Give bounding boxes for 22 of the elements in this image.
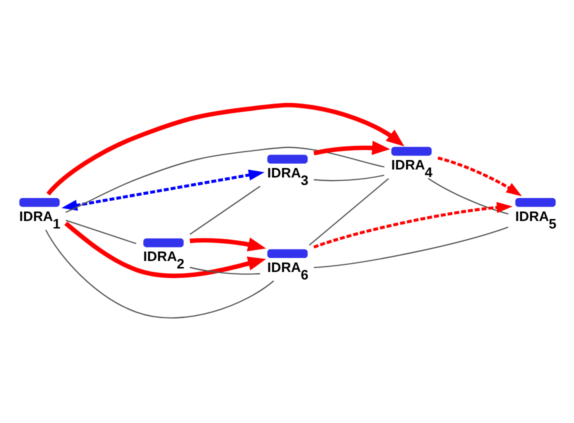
arrow: [313, 140, 390, 156]
node-box: [267, 154, 308, 164]
node-box: [19, 198, 60, 207]
connector: [190, 186, 260, 235]
connector: [65, 146, 384, 213]
arrow: [46, 102, 404, 196]
connector: [190, 266, 260, 275]
connector: [314, 174, 384, 182]
connector: [428, 178, 509, 215]
arrow: [64, 222, 266, 278]
node-box: [515, 198, 556, 207]
arrow: [437, 156, 522, 196]
node-box: [143, 238, 184, 248]
connector: [45, 230, 274, 318]
node-box: [267, 249, 308, 258]
node-box: [391, 146, 432, 156]
connector: [308, 178, 389, 246]
connector: [314, 226, 508, 268]
arrow: [190, 238, 266, 252]
arrow: [61, 170, 265, 211]
arrow: [313, 202, 513, 249]
connector: [66, 220, 136, 244]
